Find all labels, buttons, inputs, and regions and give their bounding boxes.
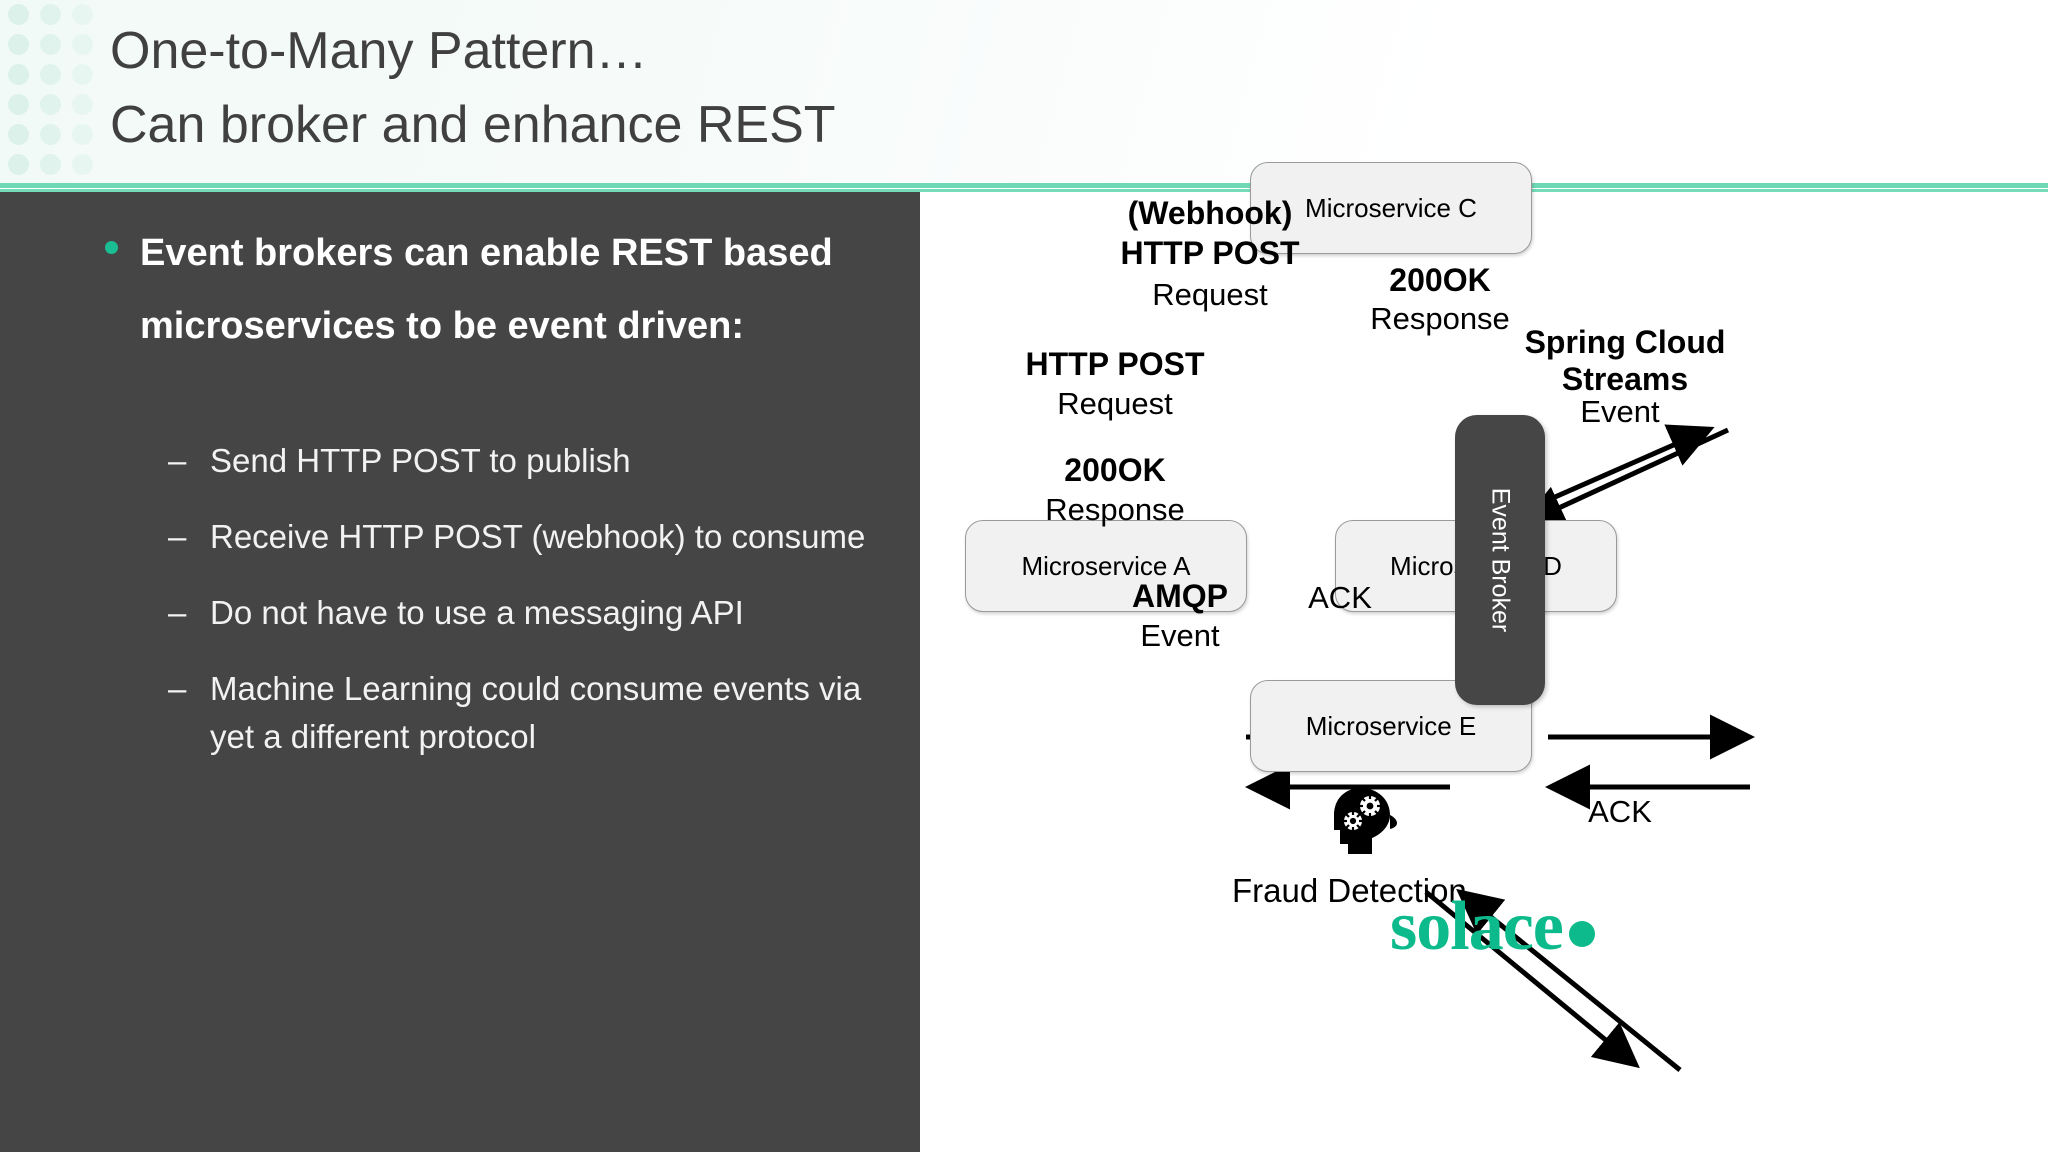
decorative-dot [40,124,61,145]
slide-header: One-to-Many Pattern… Can broker and enha… [0,0,2048,186]
label-a-response-code: 200OK [1064,452,1166,488]
header-divider-rule [0,183,2048,188]
label-e-protocol: AMQP [1132,578,1228,614]
header-divider-rule-secondary [0,189,2048,192]
fraud-detection-label: Fraud Detection [1232,872,1467,909]
label-c-response-word: Response [1370,301,1510,336]
arrow-c-response [1519,427,1730,528]
label-a-protocol: HTTP POST [1025,346,1205,382]
decorative-dot [8,94,29,115]
label-d-event: Event [1580,394,1660,429]
list-item-label: Receive HTTP POST (webhook) to consume [210,518,866,555]
decorative-dot [40,154,61,175]
node-microservice-a[interactable]: Microservice A [965,520,1247,612]
left-content-panel: Event brokers can enable REST based micr… [0,192,920,1152]
node-microservice-e-label: Microservice E [1305,710,1477,741]
dash-marker: – [168,594,187,631]
brain-gears-icon [1334,788,1397,854]
bullet-dot-icon [105,241,118,254]
decorative-dot [8,4,29,25]
label-d-ack: ACK [1588,794,1652,829]
label-a-request: Request [1057,386,1173,421]
label-d-protocol-line1: Spring Cloud [1524,324,1726,360]
label-e-event: Event [1140,618,1220,653]
decorative-dot [72,34,93,55]
label-e-ack: ACK [1308,580,1372,615]
decorative-dot [72,124,93,145]
node-event-broker-label: Event Broker [1486,487,1515,633]
decorative-dot [40,94,61,115]
dash-marker: – [168,442,187,479]
solace-logo-dot-icon [1568,921,1595,947]
primary-bullet-text: Event brokers can enable REST based micr… [140,232,833,347]
dash-marker: – [168,518,187,555]
list-item-label: Do not have to use a messaging API [210,594,744,631]
decorative-dot [72,154,93,175]
decorative-dot [40,4,61,25]
label-c-response-code: 200OK [1389,262,1491,298]
node-microservice-a-label: Microservice A [1021,550,1191,581]
title-line-1: One-to-Many Pattern… [110,22,648,80]
label-d-protocol-line2: Streams [1561,361,1689,397]
sub-bullet-list: – Send HTTP POST to publish – Receive HT… [168,437,868,789]
decorative-dot [8,124,29,145]
decorative-dot-grid [8,4,98,184]
decorative-dot [72,4,93,25]
decorative-dot [40,64,61,85]
decorative-dot [8,34,29,55]
decorative-dot [72,64,93,85]
dash-marker: – [168,670,187,707]
page-title: One-to-Many Pattern… Can broker and enha… [110,14,1510,162]
node-microservice-c-label: Microservice C [1305,192,1477,223]
label-a-response-word: Response [1045,492,1185,527]
list-item: – Receive HTTP POST (webhook) to consume [168,513,868,561]
list-item: – Send HTTP POST to publish [168,437,868,485]
label-webhook-protocol-line1: (Webhook) [1127,195,1293,231]
node-microservice-c[interactable]: Microservice C [1250,162,1532,254]
label-webhook-protocol-line2: HTTP POST [1120,235,1300,271]
arrow-e-ack [1456,888,1682,1072]
list-item: – Do not have to use a messaging API [168,589,868,637]
solace-wordmark: solace [1390,888,1564,965]
list-item-label: Machine Learning could consume events vi… [210,670,862,755]
title-line-2: Can broker and enhance REST [110,96,836,154]
label-webhook-request: Request [1152,277,1268,312]
decorative-dot [40,34,61,55]
node-event-broker[interactable]: Event Broker [1455,415,1545,705]
list-item: – Machine Learning could consume events … [168,665,868,761]
primary-bullet: Event brokers can enable REST based micr… [105,217,865,363]
list-item-label: Send HTTP POST to publish [210,442,631,479]
decorative-dot [72,94,93,115]
decorative-dot [8,154,29,175]
decorative-dot [8,64,29,85]
solace-logo: solace [1390,887,1595,967]
architecture-diagram: Microservice A Microservice C Microservi… [920,162,2048,1152]
